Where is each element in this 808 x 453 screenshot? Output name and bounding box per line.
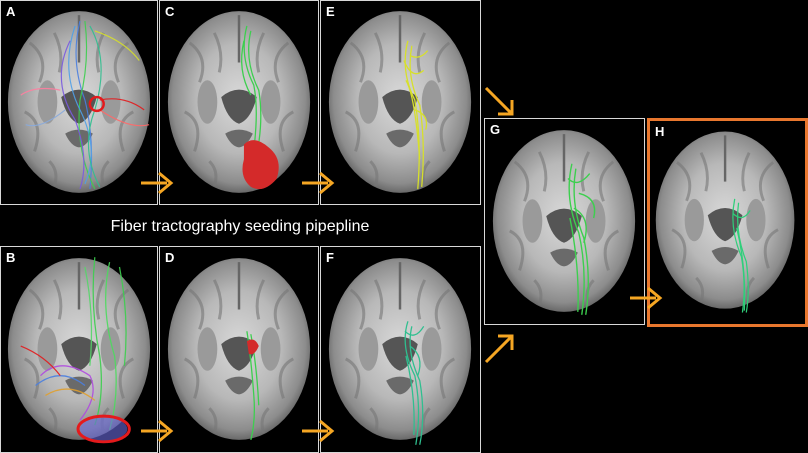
panel-g: G	[484, 118, 645, 325]
arrow-f-to-next	[302, 419, 335, 443]
arrow-f-to-g	[484, 334, 514, 364]
panel-a-label: A	[6, 4, 16, 19]
panel-h-label: H	[655, 124, 665, 139]
panel-e-label: E	[326, 4, 335, 19]
arrow-g-to-h	[630, 286, 663, 310]
brain-image-e	[327, 9, 473, 195]
panel-f: F	[320, 246, 481, 453]
seed-region-c	[242, 140, 279, 190]
brain-image-f	[327, 256, 473, 445]
panel-c-label: C	[165, 4, 175, 19]
seed-region-d	[246, 339, 259, 355]
arrow-e-to-g	[484, 86, 514, 116]
panel-f-label: F	[326, 250, 334, 265]
brain-image-a	[6, 9, 152, 195]
arrow-e-to-next	[302, 171, 335, 195]
arrow-d-to-f	[141, 419, 174, 443]
panel-b: B	[0, 246, 158, 453]
panel-d-label: D	[165, 250, 175, 265]
panel-b-label: B	[6, 250, 16, 265]
panel-a: A	[0, 0, 158, 205]
arrow-c-to-e	[141, 171, 174, 195]
brain-image-d	[166, 256, 312, 442]
pipeline-caption: Fiber tractography seeding pipepline	[110, 218, 370, 235]
brain-image-b	[6, 256, 152, 444]
panel-c: C	[159, 0, 319, 205]
brain-image-c	[166, 9, 312, 195]
seed-roi-marker-b	[76, 414, 131, 444]
panel-e: E	[320, 0, 481, 205]
panel-g-label: G	[490, 122, 501, 137]
brain-image-g	[491, 128, 637, 315]
seed-roi-marker-a	[88, 95, 105, 113]
panel-h: H	[647, 118, 808, 327]
panel-d: D	[159, 246, 319, 453]
brain-image-h	[654, 130, 796, 313]
